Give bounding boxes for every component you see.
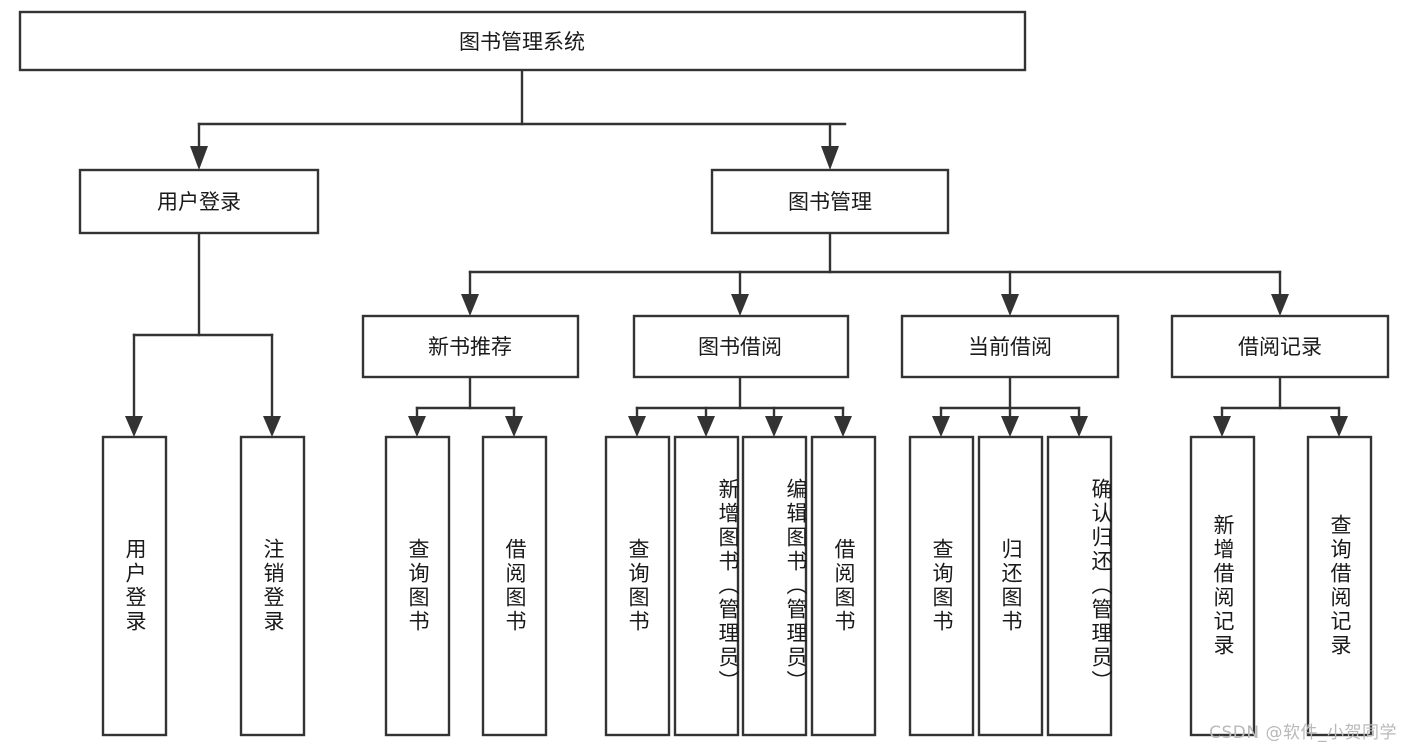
- leaf-user-login-logout[interactable]: [239, 435, 306, 737]
- connector-newbook-to-leaves: [408, 375, 523, 437]
- node-current-borrow-label: 当前借阅: [968, 335, 1052, 359]
- leaf-currentborrow-query[interactable]: [908, 435, 975, 737]
- node-book-borrow-label: 图书借阅: [698, 335, 782, 359]
- leaf-currentborrow-confirm[interactable]: [1046, 435, 1113, 737]
- leaf-currentborrow-return[interactable]: [977, 435, 1044, 737]
- node-borrow-record-label: 借阅记录: [1238, 335, 1322, 359]
- leaf-borrowrecord-query[interactable]: [1306, 435, 1373, 737]
- node-user-login-label: 用户登录: [157, 190, 241, 214]
- node-new-book-recommend[interactable]: 新书推荐: [361, 314, 580, 379]
- connector-userlogin-to-leaves: [125, 231, 281, 437]
- node-user-login[interactable]: 用户登录: [78, 168, 320, 235]
- leaf-newbook-query[interactable]: [384, 435, 451, 737]
- node-book-borrow[interactable]: 图书借阅: [632, 314, 850, 379]
- leaf-bookborrow-borrow[interactable]: [810, 435, 877, 737]
- connector-root-to-level2: [190, 68, 847, 170]
- node-current-borrow[interactable]: 当前借阅: [900, 314, 1120, 379]
- node-root-label: 图书管理系统: [459, 30, 585, 54]
- watermark-text: CSDN @软件_小贺同学: [1209, 723, 1397, 743]
- leaf-newbook-borrow[interactable]: [481, 435, 548, 737]
- node-new-book-recommend-label: 新书推荐: [428, 335, 512, 359]
- leaf-bookborrow-edit[interactable]: [741, 435, 808, 737]
- leaf-bookborrow-query[interactable]: [604, 435, 671, 737]
- connector-books-to-level3: [461, 231, 1289, 316]
- node-borrow-record[interactable]: 借阅记录: [1170, 314, 1390, 379]
- leaf-user-login-login[interactable]: [101, 435, 168, 737]
- connector-borrowrecord-to-leaves: [1213, 375, 1348, 437]
- node-book-management-label: 图书管理: [788, 190, 872, 214]
- leaf-bookborrow-add[interactable]: [673, 435, 740, 737]
- connector-currentborrow-to-leaves: [932, 375, 1088, 437]
- leaf-borrowrecord-add[interactable]: [1189, 435, 1256, 737]
- node-root[interactable]: 图书管理系统: [18, 10, 1027, 72]
- node-book-management[interactable]: 图书管理: [710, 168, 950, 235]
- connector-bookborrow-to-leaves: [628, 375, 852, 437]
